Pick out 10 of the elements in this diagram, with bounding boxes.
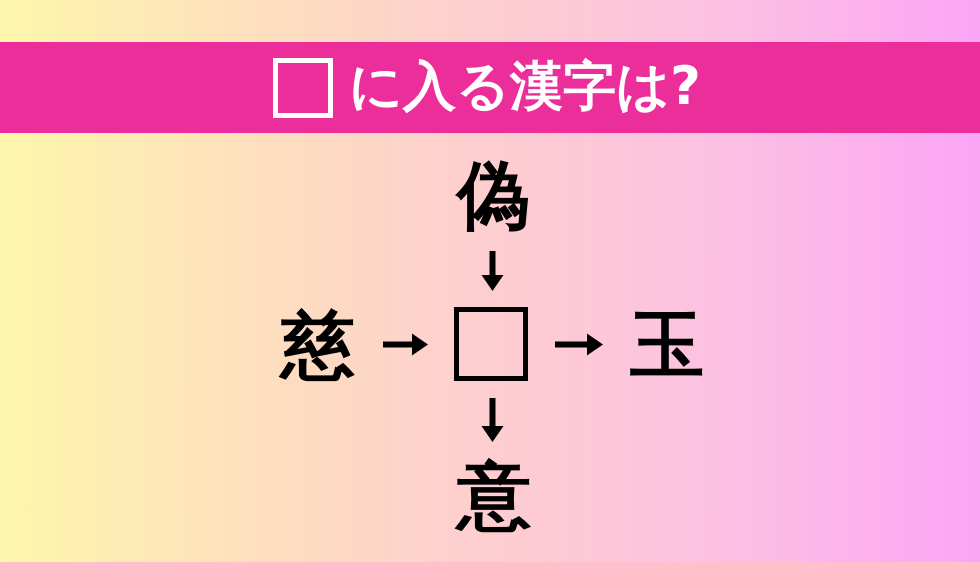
arrow xyxy=(482,398,504,442)
answer-box xyxy=(454,307,528,381)
kanji-character: 偽 xyxy=(456,158,532,234)
kanji-character: 玉 xyxy=(629,307,705,383)
title-text: に入る漢字は? xyxy=(349,58,701,117)
arrow xyxy=(383,334,428,356)
kanji-character: 慈 xyxy=(280,307,356,383)
kanji-character: 意 xyxy=(456,458,532,534)
arrow xyxy=(555,334,603,356)
arrow xyxy=(482,251,504,291)
